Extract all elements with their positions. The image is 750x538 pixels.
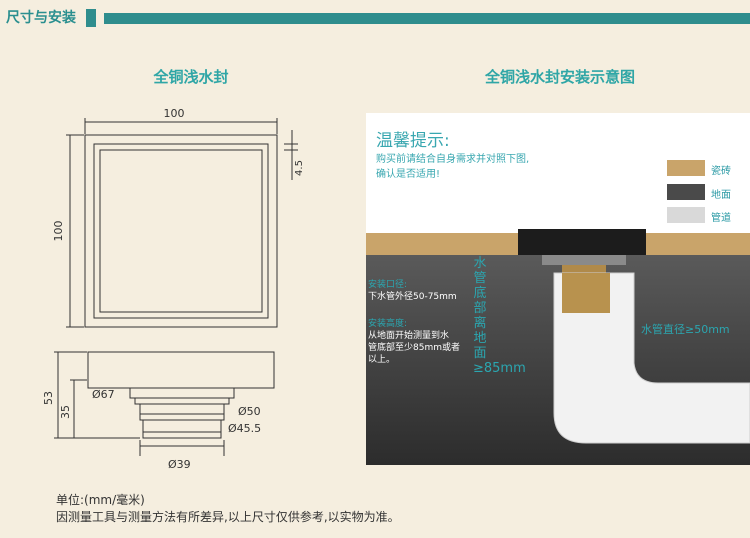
disclaimer-note: 因测量工具与测量方法有所差异,以上尺寸仅供参考,以实物为准。 xyxy=(56,510,400,524)
dim-side-height: 100 xyxy=(52,221,65,242)
drain-title: 全铜浅水封 xyxy=(153,68,229,86)
install-illustration xyxy=(366,113,750,465)
dim-top-width: 100 xyxy=(164,107,185,120)
footnote: 单位:(mm/毫米) 因测量工具与测量方法有所差异,以上尺寸仅供参考,以实物为准… xyxy=(56,492,400,526)
dim-total-height: 53 xyxy=(42,391,55,405)
legend-swatch-tile xyxy=(667,160,705,176)
header-bar xyxy=(104,13,750,24)
pipe-diameter-label: 水管直径≥50mm xyxy=(641,323,730,336)
tip-body: 购买前请结合自身需求并对照下图, 确认是否适用! xyxy=(376,152,529,182)
tip-line: 确认是否适用! xyxy=(376,169,441,180)
install-mouth-title: 安装口径: xyxy=(368,280,408,290)
install-mouth-text: 下水管外径50-75mm xyxy=(368,292,457,302)
header-accent xyxy=(86,9,96,27)
legend-swatch-floor xyxy=(667,184,705,200)
install-diagram-title: 全铜浅水封安装示意图 xyxy=(484,68,635,86)
unit-note: 单位:(mm/毫米) xyxy=(56,493,145,507)
legend-swatch-pipe xyxy=(667,207,705,223)
install-mouth-annotation: 安装口径: 下水管外径50-75mm xyxy=(368,279,457,303)
legend-label: 管道 xyxy=(711,213,731,224)
dim-d45: Ø45.5 xyxy=(228,422,261,435)
legend-label: 瓷砖 xyxy=(711,166,731,177)
install-height-title: 安装高度: xyxy=(368,319,408,329)
vertical-height-label: 水管底部离地面≥85mm xyxy=(473,256,526,376)
install-height-line: 以上。 xyxy=(368,355,396,365)
install-height-annotation: 安装高度: 从地面开始测量到水 管底部至少85mm或者 以上。 xyxy=(368,318,460,366)
top-view xyxy=(66,118,298,328)
tip-line: 购买前请结合自身需求并对照下图, xyxy=(376,154,530,165)
install-height-line: 管底部至少85mm或者 xyxy=(368,343,460,353)
dim-d50: Ø50 xyxy=(238,405,261,418)
section-header: 尺寸与安装 xyxy=(0,6,750,30)
legend-label: 地面 xyxy=(711,190,731,201)
drain-technical-drawing: 100 100 4.5 53 35 Ø67 Ø50 Ø45.5 Ø39 xyxy=(42,107,305,471)
dim-d67: Ø67 xyxy=(92,388,115,401)
dim-flange: 4.5 xyxy=(294,160,305,176)
section-title: 尺寸与安装 xyxy=(6,10,76,26)
side-view xyxy=(54,351,275,456)
dim-d39: Ø39 xyxy=(168,458,191,471)
tip-title: 温馨提示: xyxy=(376,131,450,151)
install-height-line: 从地面开始测量到水 xyxy=(368,331,450,341)
dim-body-height: 35 xyxy=(59,405,72,419)
